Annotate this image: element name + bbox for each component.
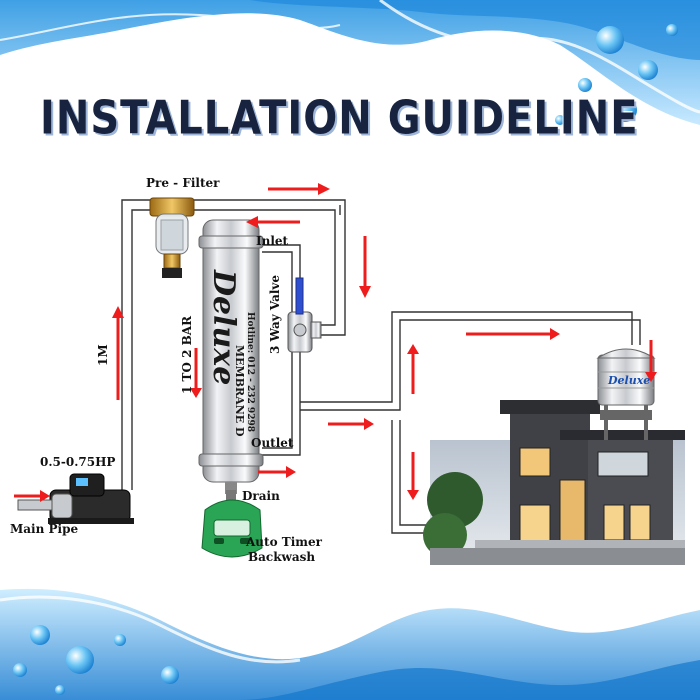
three-way-valve xyxy=(287,277,322,353)
pre-filter xyxy=(149,197,195,278)
label-height: 1M xyxy=(96,344,110,366)
arrow-house-down xyxy=(407,452,419,500)
water-bubbles xyxy=(13,24,678,695)
membrane-brand: Deluxe xyxy=(206,269,241,385)
label-main-pipe: Main Pipe xyxy=(10,522,79,536)
page-title: INSTALLATION GUIDELINE xyxy=(40,92,639,145)
water-tank: Deluxe xyxy=(596,348,656,440)
label-three-way-valve: 3 Way Valve xyxy=(268,274,282,354)
label-backwash: Backwash xyxy=(248,550,316,564)
label-pressure: 1 TO 2 BAR xyxy=(180,315,194,394)
pipe-network xyxy=(121,199,641,534)
membrane-model: MEMBRANE D xyxy=(233,345,246,437)
arrow-top-left xyxy=(246,216,300,228)
label-auto-timer: Auto Timer xyxy=(246,535,322,549)
label-inlet: Inlet xyxy=(256,234,289,248)
house-illustration xyxy=(423,400,685,565)
arrow-drain-right xyxy=(258,466,296,478)
arrow-membrane-down xyxy=(190,348,202,398)
auto-timer-backwash xyxy=(201,490,263,558)
arrow-house-up xyxy=(407,344,419,394)
flow-arrows xyxy=(14,183,657,502)
arrow-valve-down xyxy=(359,236,371,298)
arrow-tank-down xyxy=(645,340,657,382)
label-drain: Drain xyxy=(242,489,280,503)
water-pump xyxy=(17,473,134,524)
water-splash-top xyxy=(0,0,700,125)
arrow-up-1m xyxy=(112,306,124,400)
tank-brand: Deluxe xyxy=(607,374,650,387)
arrow-house-top-right xyxy=(466,328,560,340)
label-pre-filter: Pre - Filter xyxy=(146,176,220,190)
arrow-outlet-right xyxy=(328,418,374,430)
arrow-top-right xyxy=(268,183,330,195)
label-outlet: Outlet xyxy=(251,436,294,450)
membrane-filter: Deluxe MEMBRANE D Hotline: 012 - 232 929… xyxy=(198,219,264,494)
label-pump-power: 0.5-0.75HP xyxy=(40,455,116,469)
arrow-main-pipe-right xyxy=(14,490,50,502)
membrane-hotline: Hotline: 012 - 232 9298 xyxy=(245,312,255,432)
